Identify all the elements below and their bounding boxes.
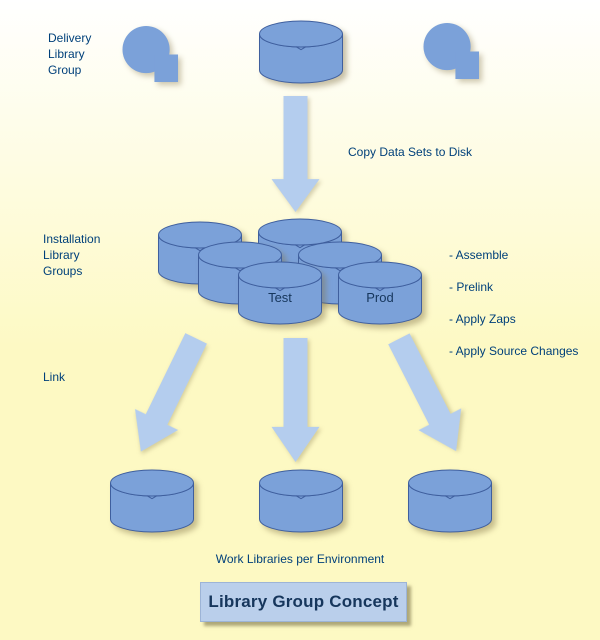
installation-groups-label: Installation Library Groups [43, 232, 101, 278]
work-cylinder-2 [258, 469, 344, 533]
title-box: Library Group Concept [200, 582, 407, 622]
copy-down-arrow-icon [271, 96, 320, 212]
link-arrow-middle-icon [271, 338, 320, 462]
prod-cylinder-label: Prod [366, 290, 394, 305]
delivery-group-label: Delivery Library Group [48, 31, 92, 77]
task-item: - Prelink [449, 280, 494, 294]
link-arrow-left-icon [119, 328, 218, 463]
task-item: - Assemble [449, 248, 509, 262]
link-label: Link [43, 370, 66, 384]
work-cylinder-3 [407, 469, 493, 533]
work-libraries-caption: Work Libraries per Environment [215, 552, 385, 566]
task-item: - Apply Source Changes [449, 344, 579, 358]
tasks-list: - Assemble - Prelink - Apply Zaps - Appl… [449, 231, 578, 375]
delivery-cylinder-icon [258, 20, 344, 84]
task-item: - Apply Zaps [449, 312, 516, 326]
title-text: Library Group Concept [208, 592, 399, 611]
tape-reel-icon [122, 26, 179, 83]
work-cylinder-1 [109, 469, 195, 533]
copy-arrow-label: Copy Data Sets to Disk [348, 145, 473, 159]
test-cylinder-label: Test [268, 290, 292, 305]
tape-reel-icon [423, 23, 480, 80]
